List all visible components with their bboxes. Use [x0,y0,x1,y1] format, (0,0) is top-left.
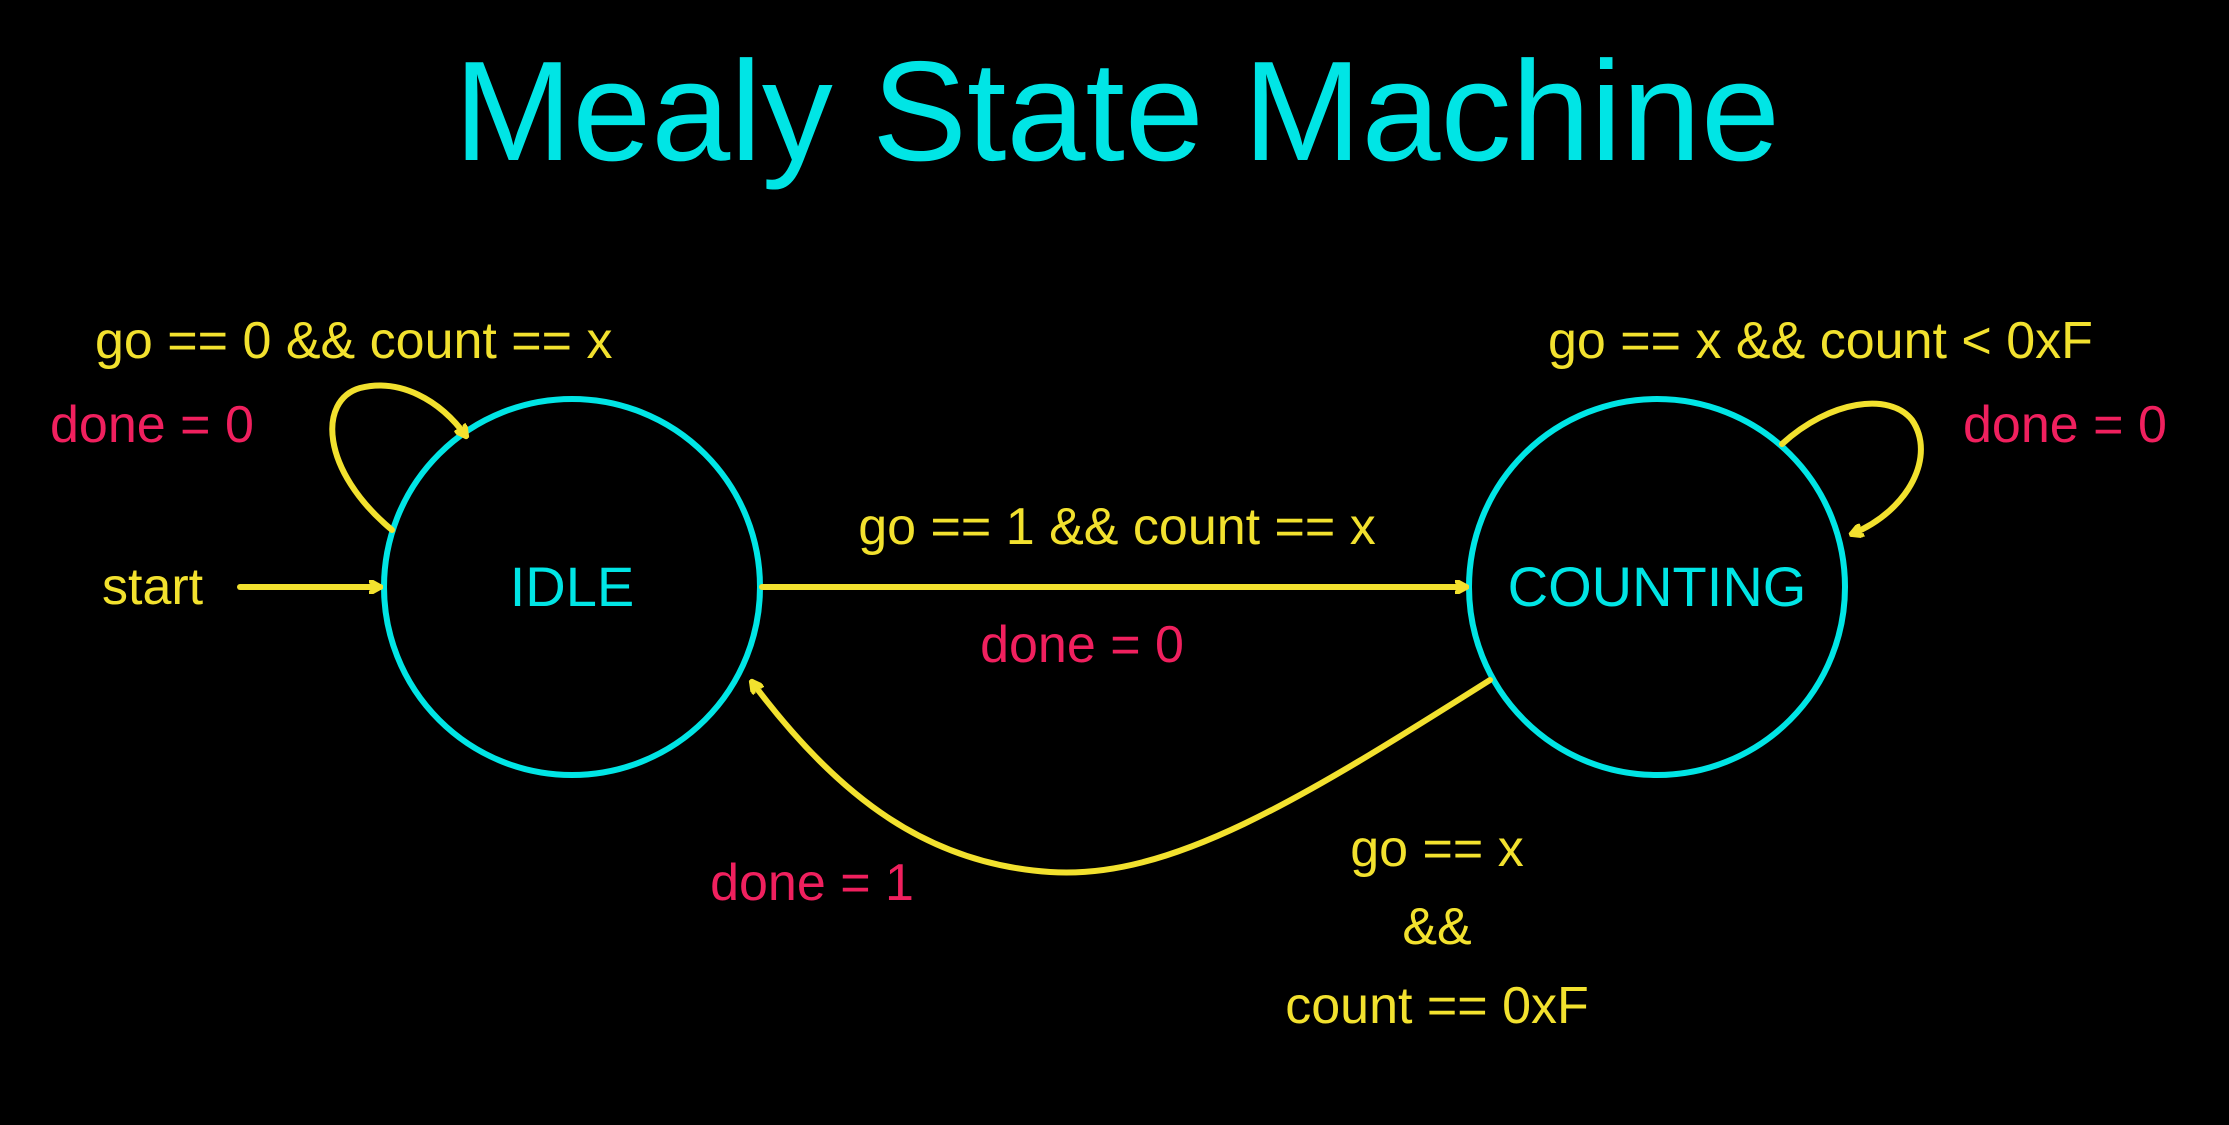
counting-self-output: done = 0 [1963,396,2167,454]
counting-self-loop [1779,400,1924,534]
idle-self-loop [329,382,466,533]
state-idle-label: IDLE [510,555,635,618]
diagram-title: Mealy State Machine [454,32,1780,191]
counting-to-idle-condition-line-3: count == 0xF [1285,977,1589,1035]
idle-to-counting-condition: go == 1 && count == x [858,498,1376,556]
counting-to-idle-arrow [752,677,1493,876]
counting-self-condition: go == x && count < 0xF [1548,312,2093,370]
counting-to-idle-condition-line-1: go == x [1350,820,1523,878]
idle-self-output: done = 0 [50,396,254,454]
counting-to-idle-output: done = 1 [710,854,914,912]
state-counting-label: COUNTING [1508,555,1807,618]
counting-to-idle-condition-line-2: && [1402,898,1471,956]
start-label: start [102,558,204,616]
idle-to-counting-output: done = 0 [980,616,1184,674]
idle-self-condition: go == 0 && count == x [95,312,613,370]
